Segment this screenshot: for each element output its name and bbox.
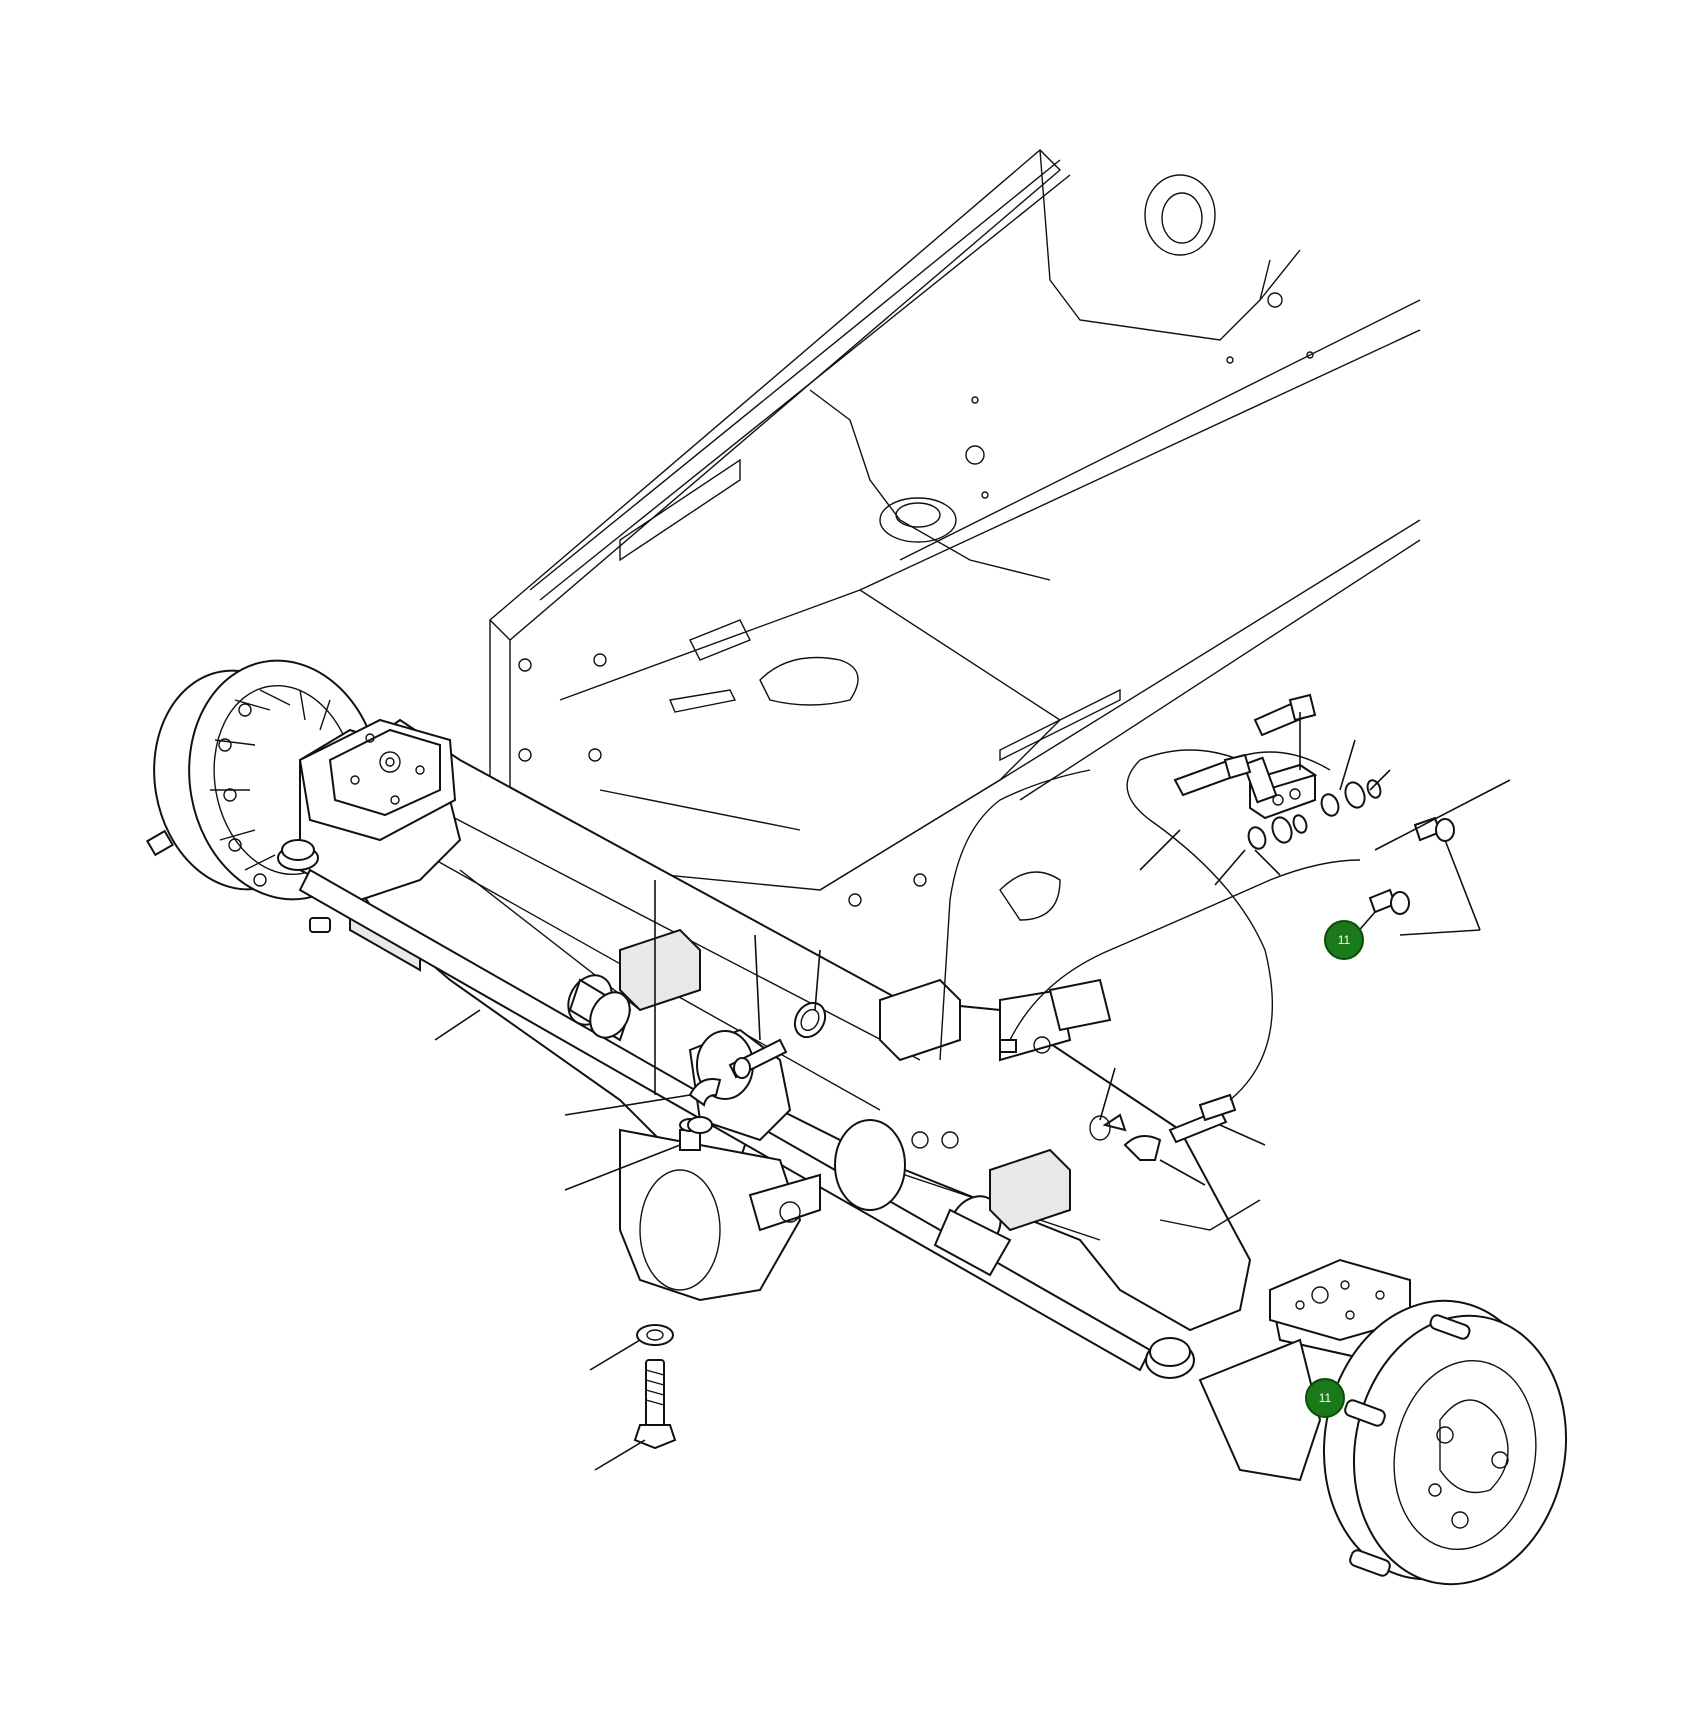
center-pivot-mounts xyxy=(619,928,1112,1302)
callout-badge-upper[interactable]: 11 xyxy=(1324,920,1364,960)
left-hub-assembly xyxy=(145,659,462,972)
leader-lines xyxy=(434,712,1511,1471)
callout-badge-lower[interactable]: 11 xyxy=(1305,1378,1345,1418)
remote-grease-block xyxy=(1173,693,1455,915)
right-hub-assembly xyxy=(1198,1258,1568,1586)
vehicle-frame xyxy=(488,149,1421,921)
grease-fittings-center xyxy=(687,1001,1237,1161)
